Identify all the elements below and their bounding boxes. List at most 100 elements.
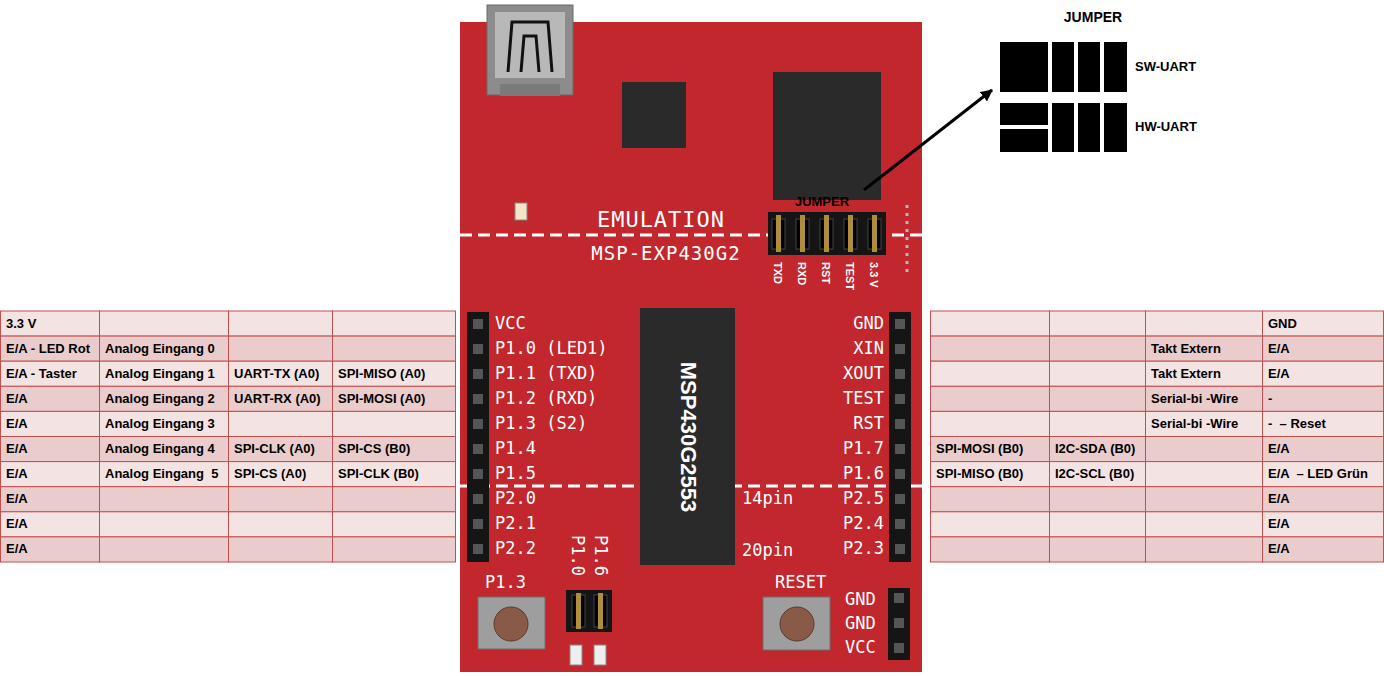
table-cell: E/A	[1268, 542, 1290, 557]
table-cell: GND	[1268, 316, 1297, 331]
table-cell-ground	[333, 411, 456, 436]
board-text: EMULATION	[597, 207, 725, 232]
table-cell-ground	[100, 336, 229, 361]
table-cell-ground	[100, 361, 229, 386]
push-button	[478, 597, 545, 649]
header-pin	[473, 444, 483, 454]
table-cell: SPI-MOSI (B0)	[936, 442, 1023, 457]
jumper-pin-name: P1.0	[567, 535, 587, 576]
jumper-setting	[1000, 42, 1048, 92]
button-label: P1.3	[485, 573, 526, 593]
table-cell-ground	[100, 437, 229, 462]
header-pin	[894, 593, 904, 603]
table-cell: E/A	[6, 416, 28, 431]
pin-name: XIN	[853, 339, 884, 359]
package-note: 20pin	[742, 541, 793, 561]
table-cell: UART-TX (A0)	[234, 366, 319, 381]
table-cell-ground	[100, 386, 229, 411]
pin-name: P1.0 (LED1)	[495, 339, 608, 359]
microcontroller-chip: MSP430G2553	[640, 308, 735, 565]
table-cell: I2C-SDA (B0)	[1055, 442, 1135, 457]
table-cell-ground	[1146, 386, 1263, 411]
table-cell: E/A	[6, 467, 28, 482]
table-cell-ground	[333, 311, 456, 336]
table-cell: SPI-CS (B0)	[338, 442, 410, 457]
table-cell: Analog Eingang 5	[105, 467, 218, 482]
jumper-pin	[872, 215, 877, 252]
table-cell: SPI-CS (A0)	[234, 467, 306, 482]
table-cell: SPI-MOSI (A0)	[338, 391, 425, 406]
push-button-cap	[780, 607, 814, 641]
table-cell-ground	[1263, 537, 1384, 562]
table-cell-ground	[229, 512, 333, 537]
table-cell-ground	[333, 437, 456, 462]
table-cell: Analog Eingang 2	[105, 391, 215, 406]
table-cell-ground	[1, 311, 100, 336]
table-cell-ground	[1, 537, 100, 562]
pin-name: P2.1	[495, 514, 536, 534]
table-cell: -	[1268, 391, 1272, 406]
header-pin	[473, 344, 483, 354]
table-cell-ground	[1263, 386, 1384, 411]
jumper-pin-name: P1.6	[590, 535, 610, 576]
pin-name: P1.2 (RXD)	[495, 389, 597, 409]
table-cell: - – Reset	[1268, 416, 1326, 431]
usb-contour	[521, 36, 539, 72]
jumper-setting	[1000, 103, 1048, 125]
table-cell-ground	[100, 512, 229, 537]
table-cell: Takt Extern	[1151, 366, 1221, 381]
table-cell: E/A	[6, 442, 28, 457]
table-cell: E/A – LED Grün	[1268, 467, 1368, 482]
push-button-cap	[494, 607, 528, 641]
usb-contour	[508, 22, 552, 72]
table-cell-ground	[1050, 512, 1146, 537]
table-cell: E/A	[6, 517, 28, 532]
table-cell-ground	[931, 512, 1050, 537]
usb-pins	[500, 84, 560, 96]
power-header	[888, 588, 910, 660]
header-pin	[895, 469, 905, 479]
table-cell: Serial-bi -Wire	[1151, 391, 1238, 406]
table-cell-ground	[100, 462, 229, 487]
table-cell-ground	[1263, 462, 1384, 487]
table-cell-ground	[1263, 512, 1384, 537]
table-cell-ground	[333, 462, 456, 487]
pin-header	[889, 312, 911, 562]
board-text: MSP-EXP430G2	[591, 243, 740, 265]
table-cell: 3.3 V	[6, 316, 36, 331]
table-cell-ground	[931, 462, 1050, 487]
header-pin	[895, 519, 905, 529]
table-cell: SPI-CLK (A0)	[234, 442, 315, 457]
table-cell-ground	[1146, 537, 1263, 562]
table-cell: E/A	[1268, 442, 1290, 457]
table-cell-ground	[333, 487, 456, 512]
header-pin	[894, 618, 904, 628]
table-cell-ground	[100, 311, 229, 336]
pin-name: GND	[845, 590, 876, 610]
chip-label: MSP430G2553	[675, 361, 701, 511]
table-cell: E/A	[6, 391, 28, 406]
table-cell-ground	[1050, 311, 1146, 336]
table-cell-ground	[1263, 437, 1384, 462]
table-cell: Analog Eingang 3	[105, 416, 215, 431]
jumper-pin-name: TXD	[772, 262, 785, 284]
table-cell-ground	[229, 537, 333, 562]
emulator-chip	[773, 72, 881, 200]
table-cell-ground	[1050, 462, 1146, 487]
jumper-setting	[1078, 42, 1100, 92]
pin-name: P1.1 (TXD)	[495, 364, 597, 384]
table-cell-ground	[1050, 336, 1146, 361]
table-cell: E/A	[1268, 341, 1290, 356]
push-button	[763, 597, 830, 650]
header-pin	[895, 344, 905, 354]
table-cell-ground	[931, 411, 1050, 436]
table-cell-ground	[1, 386, 100, 411]
table-cell: E/A	[1268, 366, 1290, 381]
table-cell-ground	[1, 361, 100, 386]
table-cell-ground	[229, 386, 333, 411]
header-pin	[895, 544, 905, 554]
table-cell-ground	[931, 336, 1050, 361]
table-cell-ground	[1, 336, 100, 361]
jumper-setting	[1000, 129, 1048, 152]
pin-name: P2.0	[495, 489, 536, 509]
